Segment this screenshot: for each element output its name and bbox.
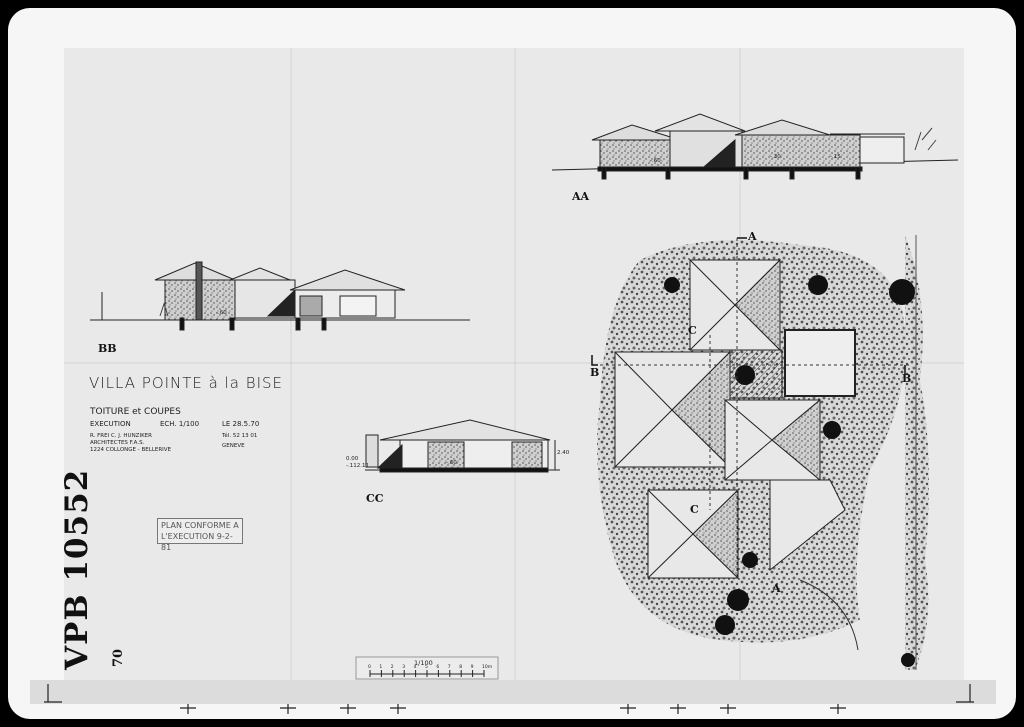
drawing-subtitle: TOITURE et COUPES bbox=[90, 407, 181, 417]
scale-tick-label: 7 bbox=[447, 665, 451, 670]
scale-tick-label: 2 bbox=[390, 665, 394, 670]
drawing-date: LE 28.5.70 bbox=[222, 420, 260, 428]
stamp-line-2-text: L'EXECUTION bbox=[161, 532, 215, 541]
execution-stamp: PLAN CONFORME A L'EXECUTION 9-2-81 bbox=[157, 518, 243, 552]
scale-bar-ticks: 0 1 2 3 4 5 6 7 8 9 10m bbox=[368, 665, 498, 671]
plan-marker-c-bottom: C bbox=[690, 503, 699, 516]
bottom-strip bbox=[30, 680, 996, 704]
stamp-line-2: L'EXECUTION 9-2-81 bbox=[161, 531, 239, 553]
plan-marker-b-left: B bbox=[590, 366, 600, 379]
scale-bar-graphic bbox=[355, 656, 499, 680]
scale-tick-label: 5 bbox=[425, 665, 428, 670]
scale-tick-label: 6 bbox=[436, 665, 440, 670]
scale-tick-label: 0 bbox=[368, 665, 371, 670]
section-aa-drawing bbox=[551, 113, 959, 180]
site-plan bbox=[591, 235, 929, 670]
architect-phone: Tél. 52 13 01 bbox=[222, 433, 258, 439]
section-cc-drawing bbox=[365, 419, 560, 473]
drawing-scale-note: ECH. 1/100 bbox=[160, 420, 200, 428]
section-cc-label: CC bbox=[366, 492, 384, 505]
aa-level-2: -.30 bbox=[770, 154, 781, 160]
aa-level-1: -.60 bbox=[650, 158, 661, 164]
cc-left-top: 0.00 bbox=[346, 456, 359, 462]
plan-marker-b-right: B bbox=[902, 372, 912, 385]
architects-line-1: R. FREI C. J. HUNZIKER bbox=[90, 433, 152, 439]
scale-tick-label: 9 bbox=[470, 665, 474, 670]
scale-tick-label: 4 bbox=[413, 665, 417, 670]
scale-bar-label: 1/100 bbox=[414, 659, 433, 667]
plan-marker-c-top: C bbox=[688, 324, 697, 337]
bb-level: -.60 bbox=[216, 310, 227, 316]
architects-line-3: 1224 COLLONGE - BELLERIVE bbox=[90, 447, 172, 453]
stamp-line-1: PLAN CONFORME A bbox=[161, 521, 239, 530]
registration-marks bbox=[44, 684, 974, 714]
scale-tick-label: 10m bbox=[482, 665, 493, 670]
section-bb-drawing bbox=[90, 261, 470, 331]
section-aa-label: AA bbox=[572, 190, 590, 203]
stamp-date: 9-2-81 bbox=[161, 532, 233, 552]
aa-level-3: -.15 bbox=[830, 154, 841, 160]
scale-tick-label: 3 bbox=[402, 665, 406, 670]
archive-folder: 70 bbox=[111, 648, 126, 667]
scale-tick-label: 8 bbox=[459, 665, 463, 670]
section-bb-label: BB bbox=[98, 342, 117, 355]
cc-left-bottom: -.112.11 bbox=[346, 463, 369, 469]
drawing-title: VILLA POINTE à la BISE bbox=[89, 374, 284, 392]
architects-line-2: ARCHITECTES F.A.S. bbox=[90, 440, 145, 446]
cc-level: -.60 bbox=[446, 460, 457, 466]
architect-city: GENEVE bbox=[222, 443, 245, 449]
plan-marker-a-bottom: A bbox=[772, 582, 781, 595]
cc-height: 2.40 bbox=[557, 450, 570, 456]
scale-tick-label: 1 bbox=[379, 665, 383, 670]
drawing-phase: EXECUTION bbox=[90, 420, 131, 428]
archive-code: VPB 10552 bbox=[59, 468, 95, 670]
plan-marker-a-top: A bbox=[748, 230, 757, 243]
